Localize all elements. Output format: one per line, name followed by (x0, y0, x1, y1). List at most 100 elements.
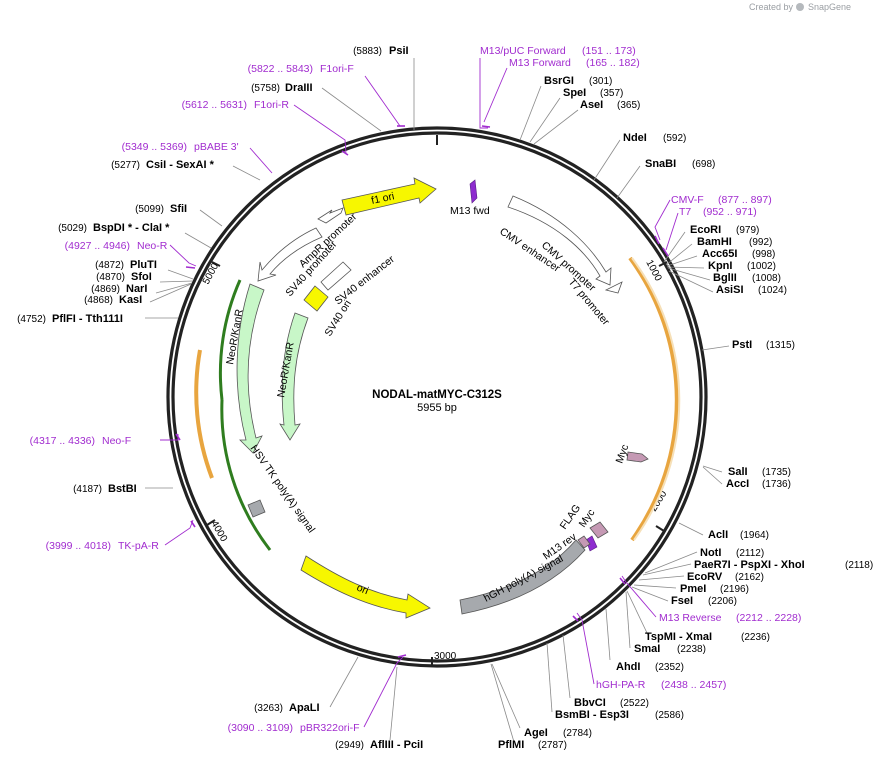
noti-label[interactable]: NotI (700, 547, 721, 559)
smai-label[interactable]: SmaI (634, 643, 660, 655)
sfoi-label[interactable]: SfoI (131, 271, 152, 283)
sfii-label[interactable]: SfiI (170, 203, 187, 215)
neo-f-label[interactable]: Neo-F (102, 435, 131, 447)
sali-label[interactable]: SalI (728, 466, 748, 478)
snabi-label[interactable]: SnaBI (645, 158, 676, 170)
neor-kanr-feature-outer[interactable] (236, 283, 265, 454)
pmei-label[interactable]: PmeI (680, 583, 706, 595)
hgh-pa-r-label[interactable]: hGH-PA-R (596, 679, 646, 691)
m13-rev-feature[interactable] (585, 535, 598, 552)
hgh-polya-feature[interactable] (459, 539, 586, 615)
ampr-promoter-feature[interactable] (317, 207, 344, 224)
f1-ori-feature[interactable] (341, 177, 437, 216)
asisi-position: (1024) (758, 285, 787, 296)
psti-leader (701, 345, 730, 351)
bsrgi-label[interactable]: BsrGI (544, 75, 574, 87)
tick-label-3000: 3000 (434, 651, 457, 662)
snapgene-logo-icon (796, 3, 804, 11)
bamhi-label[interactable]: BamHI (697, 236, 732, 248)
neo-r-label[interactable]: Neo-R (137, 240, 168, 252)
kpni-label[interactable]: KpnI (708, 260, 732, 272)
ecori-label[interactable]: EcoRI (690, 224, 721, 236)
m13-reverse-label[interactable]: M13 Reverse (659, 612, 722, 624)
sv40-ori-feature[interactable] (303, 285, 329, 312)
snabi-position: (698) (692, 159, 715, 170)
nari-leader (155, 282, 193, 294)
bglii-position: (1008) (752, 273, 781, 284)
pflmi-leader (490, 663, 515, 743)
acci-label[interactable]: AccI (726, 478, 749, 490)
f1ori-r-label[interactable]: F1ori-R (254, 99, 289, 111)
ecorv-label[interactable]: EcoRV (687, 571, 723, 583)
ndei-label[interactable]: NdeI (623, 132, 647, 144)
bstbi-label[interactable]: BstBI (108, 483, 137, 495)
pflfi-tth111i-label[interactable]: PflFI - Tth111I (52, 313, 123, 325)
paer7i-pspxi-xhoi-label[interactable]: PaeR7I - PspXI - XhoI (694, 559, 805, 571)
f1ori-f-label[interactable]: F1ori-F (320, 63, 354, 75)
tspmi-xmai-label[interactable]: TspMI - XmaI (645, 631, 712, 643)
bbvci-label[interactable]: BbvCI (574, 697, 606, 709)
f1ori-r-marker (341, 150, 349, 156)
acli-label[interactable]: AclI (708, 529, 728, 541)
pflmi-label[interactable]: PflMI (498, 739, 524, 751)
t7-marker (662, 247, 669, 257)
neor-kanr-feature-inner[interactable] (279, 312, 309, 441)
ahdi-label[interactable]: AhdI (616, 661, 640, 673)
acc65i-label[interactable]: Acc65I (702, 248, 737, 260)
bstbi-position: (4187) (73, 484, 102, 495)
apali-position: (3263) (254, 703, 283, 714)
pbabe3-label[interactable]: pBABE 3' (194, 141, 239, 153)
apali-label[interactable]: ApaLI (289, 702, 320, 714)
plasmid-name: NODAL-matMYC-C312S (372, 389, 502, 401)
tick-4000 (206, 519, 216, 526)
acci-leader (702, 466, 723, 485)
t7-promoter-feature[interactable] (604, 281, 623, 294)
sv40-promoter-feature[interactable] (257, 227, 323, 282)
sali-leader (702, 465, 723, 473)
cmv-enhancer-promoter-feature[interactable] (507, 195, 612, 286)
csii-sexai-label[interactable]: CsiI - SexAI * (146, 159, 215, 171)
m13-fwd-feature[interactable] (469, 179, 478, 204)
myc-tag-feature-upper[interactable] (626, 451, 649, 463)
orange-band-left (194, 349, 214, 479)
psii-label[interactable]: PsiI (389, 45, 409, 57)
bspdi-clai-label[interactable]: BspDI * - ClaI * (93, 222, 170, 234)
sv40-enhancer-feature[interactable] (320, 261, 352, 291)
psti-label[interactable]: PstI (732, 339, 752, 351)
m13-puc-forward-label[interactable]: M13/pUC Forward (480, 45, 566, 57)
cmv-f-label[interactable]: CMV-F (671, 194, 704, 206)
backbone-outer-circle (166, 126, 708, 668)
backbone-inner-circle (171, 131, 703, 663)
m13-forward-label[interactable]: M13 Forward (509, 57, 571, 69)
kpni-leader (666, 266, 705, 269)
acci-position: (1736) (762, 479, 791, 490)
f1ori-f-leader (364, 75, 405, 127)
t7-label[interactable]: T7 (679, 206, 691, 218)
bbvci-position: (2522) (620, 698, 649, 709)
bsmbi-esp3i-label[interactable]: BsmBI - Esp3I (555, 709, 629, 721)
fsei-label[interactable]: FseI (671, 595, 693, 607)
pluti-label[interactable]: PluTI (130, 259, 157, 271)
hsv-tk-polya-feature[interactable] (247, 499, 266, 518)
tk-pa-r-label[interactable]: TK-pA-R (118, 540, 159, 552)
draiii-label[interactable]: DraIII (285, 82, 313, 94)
bglii-leader (667, 267, 711, 281)
fsei-leader (631, 586, 669, 602)
flag-tag-feature[interactable] (577, 535, 591, 549)
asisi-label[interactable]: AsiSI (716, 284, 744, 296)
asei-label[interactable]: AseI (580, 99, 603, 111)
ori-feature[interactable] (300, 555, 431, 619)
pbr322ori-f-label[interactable]: pBR322ori-F (300, 722, 360, 734)
ecorv-leader (638, 575, 685, 581)
spei-label[interactable]: SpeI (563, 87, 586, 99)
agei-label[interactable]: AgeI (524, 727, 548, 739)
afliii-pcii-label[interactable]: AflIII - PciI (370, 739, 423, 751)
bglii-label[interactable]: BglII (713, 272, 737, 284)
myc-tag-feature-lower[interactable] (589, 521, 609, 539)
pmei-leader (633, 584, 677, 589)
kasi-label[interactable]: KasI (119, 294, 142, 306)
hgh-pa-r-leader (576, 612, 595, 685)
hgh-polya-label: hGH poly(A) signal (482, 553, 565, 605)
nari-label[interactable]: NarI (126, 283, 147, 295)
